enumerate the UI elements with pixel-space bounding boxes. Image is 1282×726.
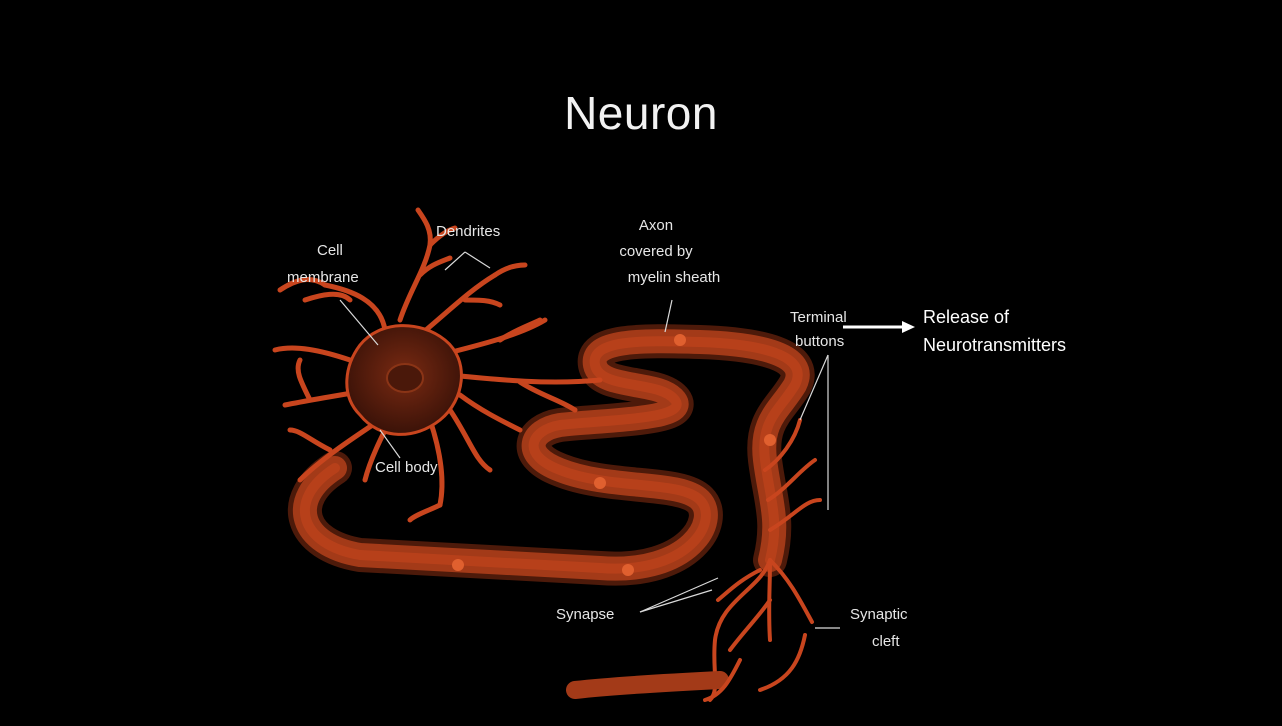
label-cell-body: Cell body: [375, 459, 438, 476]
release-arrow: [843, 321, 915, 333]
label-terminal-1: Terminal: [790, 309, 847, 326]
label-synaptic-2: cleft: [872, 633, 900, 650]
label-cell-membrane-2: membrane: [287, 269, 359, 286]
label-axon-1: Axon: [639, 217, 673, 234]
label-synaptic-1: Synaptic: [850, 606, 908, 623]
cell-body: [347, 326, 462, 435]
label-cell-membrane-1: Cell: [317, 242, 343, 259]
label-dendrites: Dendrites: [436, 223, 500, 240]
annotation-line-1: Release of: [923, 307, 1010, 327]
annotation-line-2: Neurotransmitters: [923, 335, 1066, 355]
label-terminal-2: buttons: [795, 333, 844, 350]
label-axon-3: myelin sheath: [628, 269, 721, 286]
label-synapse: Synapse: [556, 606, 614, 623]
label-axon-2: covered by: [619, 243, 693, 260]
